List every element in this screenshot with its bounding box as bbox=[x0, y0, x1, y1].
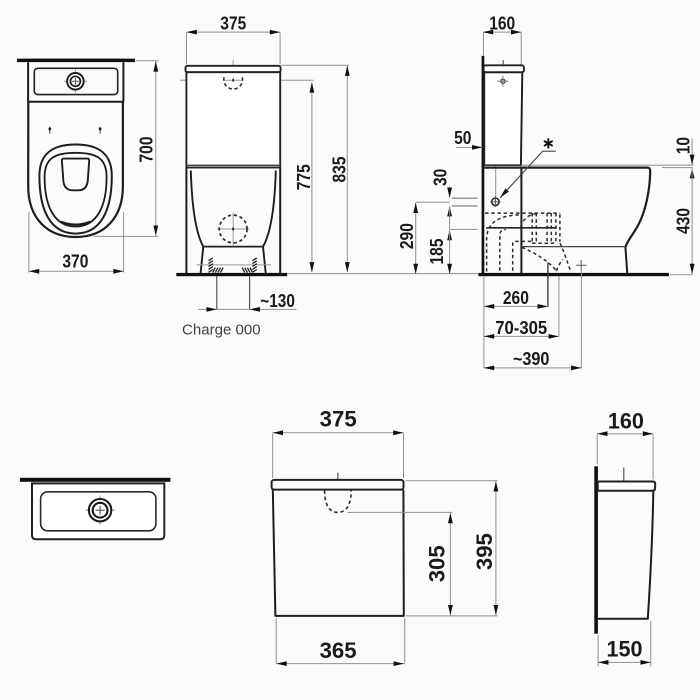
svg-text:430: 430 bbox=[674, 208, 694, 234]
svg-text:160: 160 bbox=[489, 14, 515, 34]
svg-text:365: 365 bbox=[320, 638, 357, 663]
svg-text:835: 835 bbox=[330, 157, 350, 183]
svg-text:70-305: 70-305 bbox=[495, 318, 547, 338]
svg-text:150: 150 bbox=[607, 637, 643, 662]
svg-text:30: 30 bbox=[431, 169, 451, 186]
svg-text:260: 260 bbox=[503, 288, 529, 308]
svg-text:700: 700 bbox=[137, 137, 157, 163]
svg-text:375: 375 bbox=[220, 14, 246, 34]
svg-text:160: 160 bbox=[608, 408, 644, 433]
svg-text:10: 10 bbox=[674, 137, 694, 154]
svg-text:775: 775 bbox=[294, 164, 314, 190]
svg-text:185: 185 bbox=[427, 239, 447, 265]
svg-text:~390: ~390 bbox=[513, 349, 550, 369]
svg-text:290: 290 bbox=[397, 223, 417, 249]
svg-text:305: 305 bbox=[425, 545, 450, 582]
svg-text:395: 395 bbox=[472, 533, 497, 570]
svg-text:~130: ~130 bbox=[260, 291, 295, 311]
svg-text:50: 50 bbox=[454, 128, 471, 148]
svg-text:375: 375 bbox=[320, 406, 357, 431]
svg-text:Charge 000: Charge 000 bbox=[182, 323, 261, 339]
svg-text:370: 370 bbox=[62, 252, 88, 272]
